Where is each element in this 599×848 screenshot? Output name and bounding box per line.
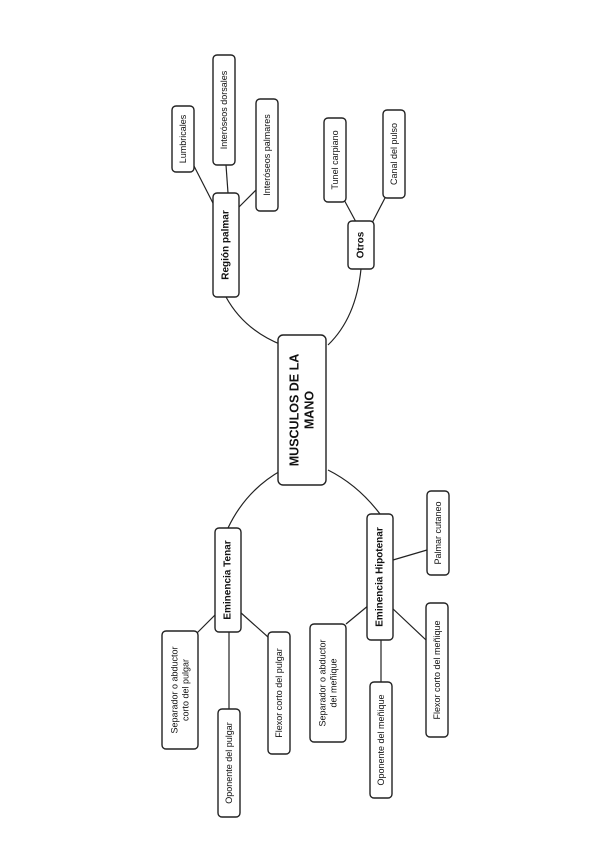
leaf-node-flexor-corto-pulgar-box — [267, 631, 291, 755]
edge-region-palmar-to-interoseos-dorsales — [225, 164, 229, 194]
edge-center-to-region-palmar — [225, 296, 283, 346]
leaf-node-interoseos-dorsales-box — [212, 54, 236, 166]
branch-node-otros-label: Otros — [356, 231, 367, 258]
leaf-node-tunel-carpiano: Tunel carpiano — [323, 117, 347, 203]
edge-otros-to-canal-del-pulso — [370, 195, 387, 226]
leaf-node-separador-abductor-pulgar-box — [161, 630, 199, 750]
leaf-node-oponente-menique-box — [369, 681, 393, 799]
branch-node-eminencia-hipotenar-box — [366, 513, 394, 641]
branch-node-otros: Otros — [347, 220, 375, 270]
leaf-node-flexor-corto-pulgar: Flexor corto del pulgar — [267, 631, 291, 755]
branch-node-eminencia-hipotenar-label: Eminencia Hipotenar — [375, 527, 386, 627]
branch-node-eminencia-tenar-box — [214, 527, 242, 633]
edge-center-to-otros — [327, 268, 362, 346]
leaf-node-interoseos-palmares-box — [255, 98, 279, 212]
edge-region-palmar-to-interoseos-palmares — [238, 189, 257, 208]
leaf-node-separador-abductor-menique-label: del meñique — [328, 658, 338, 707]
center-node-label: MANO — [303, 391, 317, 429]
leaf-node-tunel-carpiano-box — [323, 117, 347, 203]
leaf-node-oponente-pulgar-label: Oponente del pulgar — [224, 722, 234, 804]
leaf-node-interoseos-palmares: Interóseos palmares — [255, 98, 279, 212]
leaf-node-oponente-pulgar-box — [217, 708, 241, 818]
leaf-node-interoseos-palmares-label: Interóseos palmares — [262, 114, 272, 196]
leaf-node-tunel-carpiano-label: Tunel carpiano — [330, 130, 340, 189]
leaf-node-flexor-corto-menique: Flexor corto del meñique — [425, 602, 449, 738]
edge-eminencia-hipotenar-to-palmar-cutaneo — [392, 549, 428, 561]
leaf-node-interoseos-dorsales: Interóseos dorsales — [212, 54, 236, 166]
leaf-node-oponente-pulgar: Oponente del pulgar — [217, 708, 241, 818]
leaf-node-flexor-corto-pulgar-label: Flexor corto del pulgar — [274, 648, 284, 738]
branch-node-region-palmar-box — [212, 192, 240, 298]
edge-eminencia-hipotenar-to-flexor-corto-menique — [390, 606, 427, 641]
leaf-node-palmar-cutaneo-label: Palmar cutaneo — [433, 501, 443, 564]
leaf-node-interoseos-dorsales-label: Interóseos dorsales — [219, 70, 229, 149]
leaf-node-canal-del-pulso-box — [382, 109, 406, 199]
leaf-node-lumbricales: Lumbricales — [171, 105, 195, 173]
branch-node-eminencia-tenar-label: Eminencia Tenar — [223, 540, 234, 619]
edge-center-to-eminencia-tenar — [227, 469, 283, 529]
leaf-node-canal-del-pulso-label: Canal del pulso — [389, 123, 399, 185]
edge-eminencia-tenar-to-flexor-corto-pulgar — [239, 611, 269, 638]
leaf-node-separador-abductor-menique-box — [309, 623, 347, 743]
edge-eminencia-hipotenar-to-separador-abductor-menique — [345, 604, 370, 625]
leaf-node-palmar-cutaneo: Palmar cutaneo — [426, 490, 450, 576]
leaf-node-flexor-corto-menique-box — [425, 602, 449, 738]
leaf-node-separador-abductor-menique-label: Separador o abductor — [318, 639, 328, 726]
center-node-label: MUSCULOS DE LA — [288, 354, 302, 467]
branch-node-eminencia-tenar: Eminencia Tenar — [214, 527, 242, 633]
leaf-node-canal-del-pulso: Canal del pulso — [382, 109, 406, 199]
edge-eminencia-tenar-to-separador-abductor-pulgar — [196, 614, 216, 634]
leaf-node-palmar-cutaneo-box — [426, 490, 450, 576]
branch-node-otros-box — [347, 220, 375, 270]
branch-node-region-palmar-label: Región palmar — [221, 210, 232, 280]
branch-node-region-palmar: Región palmar — [212, 192, 240, 298]
edge-center-to-eminencia-hipotenar — [327, 469, 381, 515]
leaf-node-separador-abductor-pulgar-label: corto del pulgar — [180, 659, 190, 721]
leaf-node-lumbricales-box — [171, 105, 195, 173]
leaf-node-oponente-menique-label: Oponente del meñique — [376, 694, 386, 785]
branch-node-eminencia-hipotenar: Eminencia Hipotenar — [366, 513, 394, 641]
connector-lines — [193, 164, 428, 709]
leaf-node-flexor-corto-menique-label: Flexor corto del meñique — [432, 620, 442, 719]
center-node-box — [277, 334, 327, 486]
leaf-node-oponente-menique: Oponente del meñique — [369, 681, 393, 799]
leaf-node-separador-abductor-pulgar-label: Separador o abductor — [170, 646, 180, 733]
leaf-node-lumbricales-label: Lumbricales — [178, 114, 188, 163]
